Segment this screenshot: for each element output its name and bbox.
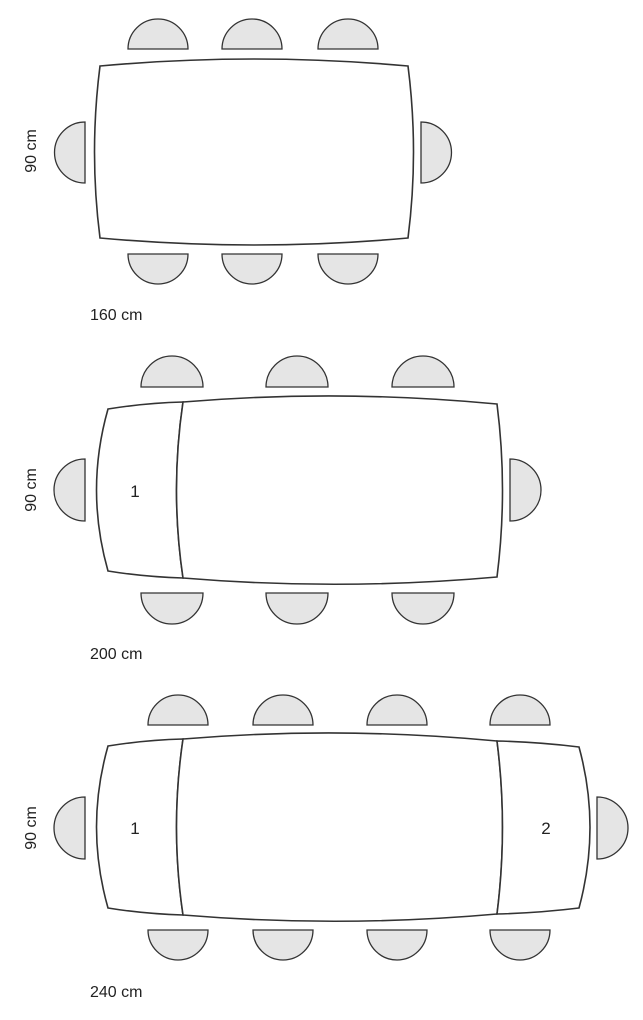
layout-160: 90 cm 160 cm	[23, 18, 453, 324]
chair-top-3	[391, 355, 455, 388]
chair-bottom-3	[366, 929, 428, 961]
chair-bottom-1	[127, 253, 189, 285]
chair-left	[53, 458, 86, 522]
length-label: 160 cm	[90, 307, 142, 324]
extension-leaf-1	[95, 401, 184, 579]
chair-top-4	[489, 694, 551, 726]
extension-label-1: 1	[130, 482, 139, 501]
depth-label: 90 cm	[23, 806, 40, 850]
chair-bottom-3	[391, 592, 455, 625]
length-label: 200 cm	[90, 646, 142, 663]
extension-label-1: 1	[130, 819, 139, 838]
extension-leaf-2	[496, 740, 591, 915]
chair-bottom-2	[252, 929, 314, 961]
depth-label: 90 cm	[23, 468, 40, 512]
chair-top-3	[366, 694, 428, 726]
chair-top-1	[127, 18, 189, 50]
chair-bottom-3	[317, 253, 379, 285]
layout-240: 1 2 90 cm 240 cm	[23, 694, 629, 1001]
chair-top-2	[265, 355, 329, 388]
chair-bottom-4	[489, 929, 551, 961]
depth-label: 90 cm	[23, 129, 40, 173]
chair-top-2	[221, 18, 283, 50]
layout-200: 1 90 cm 200 cm	[23, 355, 542, 663]
extension-label-2: 2	[541, 819, 550, 838]
table-top	[93, 58, 415, 246]
chair-bottom-2	[221, 253, 283, 285]
chair-right	[509, 458, 542, 522]
chair-top-1	[147, 694, 209, 726]
table-top	[175, 732, 504, 923]
extension-leaf-1	[95, 738, 184, 916]
chair-bottom-2	[265, 592, 329, 625]
table-top	[175, 395, 504, 586]
chair-top-2	[252, 694, 314, 726]
length-label: 240 cm	[90, 984, 142, 1001]
chair-left	[53, 121, 86, 184]
chair-bottom-1	[147, 929, 209, 961]
chair-top-3	[317, 18, 379, 50]
chair-right	[596, 796, 629, 860]
chair-bottom-1	[140, 592, 204, 625]
chair-right	[420, 121, 453, 184]
chair-left	[53, 796, 86, 860]
chair-top-1	[140, 355, 204, 388]
